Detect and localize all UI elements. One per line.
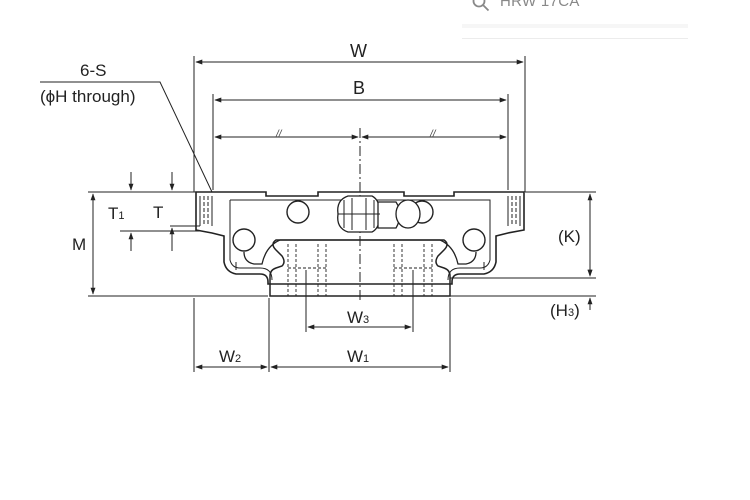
dim-B	[212, 94, 509, 190]
label-hole-count: 6-S	[80, 61, 107, 80]
label-T: T	[153, 203, 164, 222]
equal-mark-left: //	[276, 129, 282, 140]
label-B: B	[353, 78, 366, 98]
dim-T	[169, 172, 200, 251]
carriage-block	[195, 191, 525, 285]
label-hole-note: (ϕH through)	[40, 87, 136, 106]
dim-M	[88, 191, 268, 297]
search-query[interactable]: HRW 17CA	[500, 0, 580, 10]
dim-T1	[120, 172, 200, 251]
label-T1: T1	[108, 204, 125, 223]
label-M: M	[72, 235, 87, 254]
search-underline	[462, 24, 688, 28]
grease-nipple	[337, 195, 421, 233]
label-W1: W1	[347, 347, 370, 366]
hole-leader	[40, 81, 213, 193]
rail	[269, 239, 451, 297]
dim-W	[193, 56, 526, 192]
label-K: (K)	[558, 227, 581, 246]
dim-H3	[450, 266, 596, 310]
dim-W2-W1	[193, 298, 451, 372]
label-W: W	[350, 41, 367, 61]
dim-K	[450, 191, 596, 279]
label-W3: W3	[347, 308, 370, 327]
equal-mark-right: //	[430, 129, 436, 140]
dim-W3	[305, 270, 414, 332]
search-bar[interactable]: HRW 17CA	[462, 0, 688, 39]
label-H3: (H3)	[550, 301, 580, 320]
label-W2: W2	[219, 347, 242, 366]
search-icon	[472, 0, 490, 12]
